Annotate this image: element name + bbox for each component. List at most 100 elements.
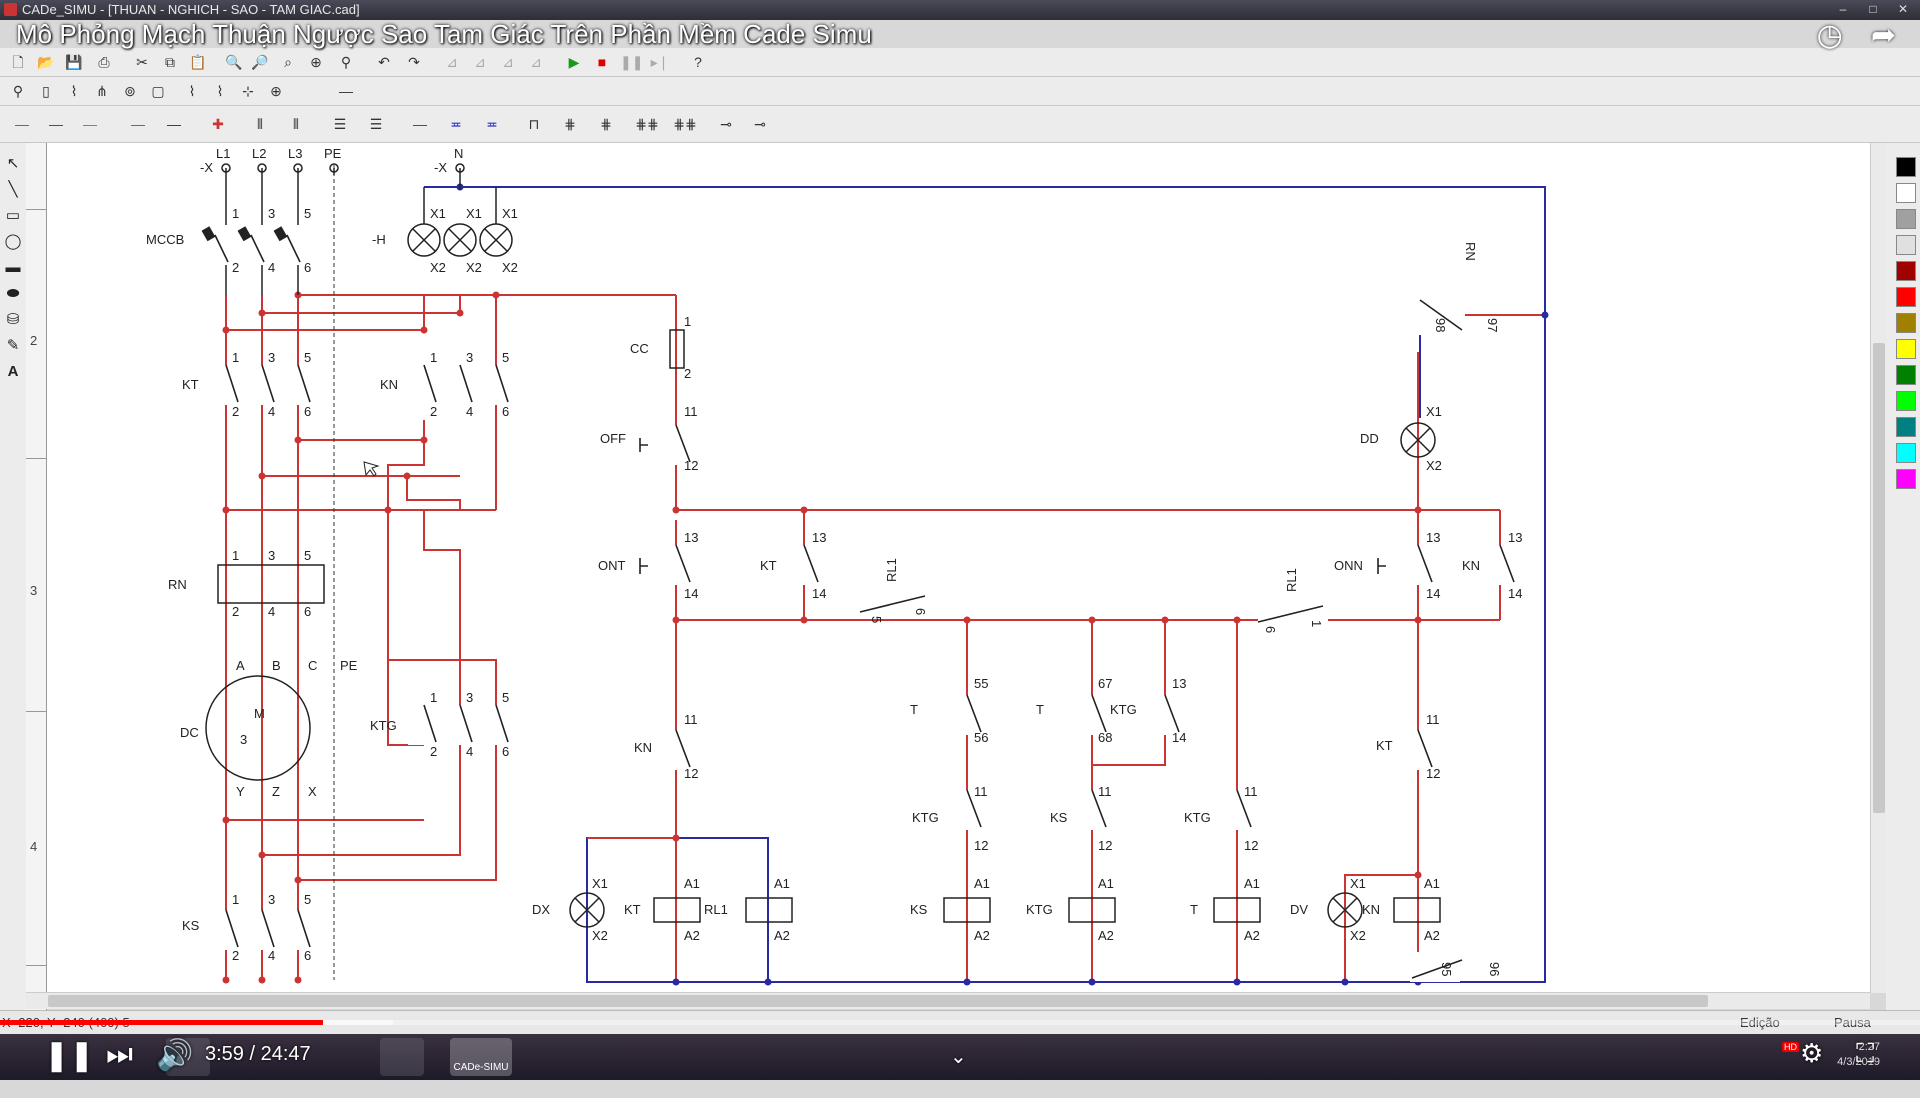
link2-icon[interactable]: ≖ bbox=[450, 116, 462, 132]
transformer-icon[interactable]: ▢ bbox=[151, 83, 165, 99]
swatch-black[interactable] bbox=[1896, 157, 1916, 177]
zoom-area-icon[interactable]: ⊕ bbox=[310, 54, 322, 70]
align4-icon[interactable]: ⊿ bbox=[530, 54, 542, 70]
fill-bucket-icon[interactable]: ⛁ bbox=[6, 311, 20, 328]
terminal2-icon[interactable]: ⊸ bbox=[754, 116, 766, 132]
motor-icon[interactable]: ⊚ bbox=[124, 83, 136, 99]
swatch-green[interactable] bbox=[1896, 391, 1916, 411]
breaker3-icon[interactable]: ⋔ bbox=[96, 83, 108, 99]
connector3-icon[interactable]: ⋕ bbox=[600, 116, 612, 132]
swatch-teal[interactable] bbox=[1896, 417, 1916, 437]
pencil-icon[interactable]: ✎ bbox=[6, 337, 20, 354]
pointer-icon[interactable]: ↖ bbox=[6, 155, 20, 172]
wire-blue-icon[interactable]: — bbox=[49, 116, 63, 132]
wire-green-icon[interactable]: — bbox=[83, 116, 97, 132]
taskbar-folder-icon[interactable] bbox=[166, 1038, 210, 1076]
connector2-icon[interactable]: ⋕ bbox=[564, 116, 576, 132]
share-icon[interactable]: ➦ bbox=[1870, 19, 1896, 52]
paste-icon[interactable]: 📋 bbox=[189, 54, 207, 70]
play-simulation-icon[interactable]: ▶ bbox=[568, 54, 580, 70]
connector-icon[interactable]: ⊓ bbox=[528, 116, 540, 132]
settings-icon[interactable]: ⚙ bbox=[1800, 1038, 1824, 1068]
breaker-icon[interactable]: ⌇ bbox=[70, 83, 78, 99]
redo-icon[interactable]: ↷ bbox=[408, 54, 420, 70]
horizontal-scrollbar[interactable] bbox=[26, 992, 1870, 1009]
taskbar-media-icon[interactable] bbox=[380, 1038, 424, 1076]
wire-red-icon[interactable]: — bbox=[15, 116, 29, 132]
undo-icon[interactable]: ↶ bbox=[378, 54, 390, 70]
find-icon[interactable]: ⚲ bbox=[340, 54, 352, 70]
line-icon[interactable]: ╲ bbox=[8, 181, 18, 198]
rectangle-icon[interactable]: ▭ bbox=[5, 207, 21, 224]
bus3-icon[interactable]: ⦀ bbox=[256, 116, 264, 132]
link3-icon[interactable]: ≖ bbox=[486, 116, 498, 132]
pushbutton-icon[interactable]: ⊕ bbox=[270, 83, 282, 99]
fuse-icon[interactable]: ▯ bbox=[42, 83, 50, 99]
zoom-fit-icon[interactable]: ⌕ bbox=[284, 54, 292, 70]
open-folder-icon[interactable]: 📂 bbox=[37, 54, 55, 70]
align2-icon[interactable]: ⊿ bbox=[474, 54, 486, 70]
swatch-darkred[interactable] bbox=[1896, 261, 1916, 281]
ellipse-icon[interactable]: ◯ bbox=[4, 233, 22, 250]
sensor-icon[interactable]: ⊹ bbox=[242, 83, 254, 99]
schematic-drawing[interactable]: L1 L2 L3 PE N -X -X MCCB -H KT KN RN DC … bbox=[47, 143, 1881, 993]
swatch-darkgreen[interactable] bbox=[1896, 365, 1916, 385]
junction-icon[interactable]: ✚ bbox=[212, 116, 224, 132]
label-motor-y: Y bbox=[236, 784, 245, 799]
vertical-scrollbar[interactable] bbox=[1870, 143, 1887, 993]
print-icon[interactable]: ⎙ bbox=[98, 54, 110, 70]
swatch-gray[interactable] bbox=[1896, 209, 1916, 229]
terminal-icon[interactable]: ⊸ bbox=[720, 116, 732, 132]
chevron-down-icon[interactable]: ⌄ bbox=[950, 1046, 967, 1068]
pause-simulation-icon[interactable]: ❚❚ bbox=[620, 54, 644, 70]
connector5-icon[interactable]: ⋕⋕ bbox=[673, 116, 697, 132]
bus-h-icon[interactable]: ☰ bbox=[333, 116, 347, 132]
zoom-in-icon[interactable]: 🔍 bbox=[225, 54, 243, 70]
save-icon[interactable]: 💾 bbox=[65, 54, 83, 70]
bus3b-icon[interactable]: ⦀ bbox=[292, 116, 300, 132]
exit-fullscreen-icon[interactable]: ⛶ bbox=[1856, 1038, 1875, 1068]
pause-icon[interactable]: ❚❚ bbox=[44, 1039, 95, 1072]
minimize-icon[interactable]: – bbox=[1839, 2, 1847, 16]
wire-black-icon[interactable]: — bbox=[167, 116, 181, 132]
horizontal-scroll-thumb[interactable] bbox=[48, 995, 1708, 1007]
align3-icon[interactable]: ⊿ bbox=[502, 54, 514, 70]
step-simulation-icon[interactable]: ▸❘ bbox=[650, 54, 670, 70]
copy-icon[interactable]: ⧉ bbox=[165, 54, 175, 70]
cut-icon[interactable]: ✂ bbox=[136, 54, 148, 70]
swatch-cyan[interactable] bbox=[1896, 443, 1916, 463]
swatch-yellow[interactable] bbox=[1896, 339, 1916, 359]
swatch-olive[interactable] bbox=[1896, 313, 1916, 333]
close-icon[interactable]: ✕ bbox=[1897, 2, 1909, 16]
swatch-lightgray[interactable] bbox=[1896, 235, 1916, 255]
maximize-icon[interactable]: □ bbox=[1869, 2, 1877, 16]
source-icon[interactable]: ⚲ bbox=[12, 83, 24, 99]
new-file-icon[interactable]: 🗋 bbox=[12, 54, 24, 70]
zoom-out-icon[interactable]: 🔎 bbox=[251, 54, 269, 70]
filled-rectangle-icon[interactable]: ▬ bbox=[5, 259, 21, 276]
bus-h2-icon[interactable]: ☰ bbox=[369, 116, 383, 132]
swatch-magenta[interactable] bbox=[1896, 469, 1916, 489]
contact-icon[interactable]: ⌇ bbox=[188, 83, 196, 99]
video-title[interactable]: Mô Phỏng Mạch Thuận Ngược Sao Tam Giác T… bbox=[16, 19, 872, 49]
schematic-canvas[interactable]: L1 L2 L3 PE N -X -X MCCB -H KT KN RN DC … bbox=[47, 143, 1881, 993]
volume-icon[interactable]: 🔊 bbox=[156, 1039, 194, 1072]
video-progress-bar[interactable] bbox=[0, 1020, 1920, 1025]
contact2-icon[interactable]: ⌇ bbox=[216, 83, 224, 99]
watch-later-icon[interactable]: ◷ bbox=[1816, 19, 1843, 52]
wire-red2-icon[interactable]: — bbox=[131, 116, 145, 132]
text-tool-icon[interactable]: A bbox=[7, 363, 19, 380]
taskbar-cadesimu-app[interactable]: CADe-SIMU bbox=[450, 1038, 512, 1076]
align-icon[interactable]: ⊿ bbox=[446, 54, 458, 70]
filled-ellipse-icon[interactable]: ⬬ bbox=[6, 285, 20, 302]
help-icon[interactable]: ? bbox=[694, 54, 702, 70]
swatch-white[interactable] bbox=[1896, 183, 1916, 203]
vertical-scroll-thumb[interactable] bbox=[1873, 343, 1885, 813]
swatch-red[interactable] bbox=[1896, 287, 1916, 307]
line-tool-icon[interactable]: — bbox=[339, 83, 353, 99]
stop-simulation-icon[interactable]: ■ bbox=[597, 54, 607, 70]
next-video-icon[interactable]: ⏭ bbox=[106, 1038, 133, 1071]
link-icon[interactable]: — bbox=[413, 116, 427, 132]
red-wires bbox=[225, 294, 1545, 982]
connector4-icon[interactable]: ⋕⋕ bbox=[635, 116, 659, 132]
